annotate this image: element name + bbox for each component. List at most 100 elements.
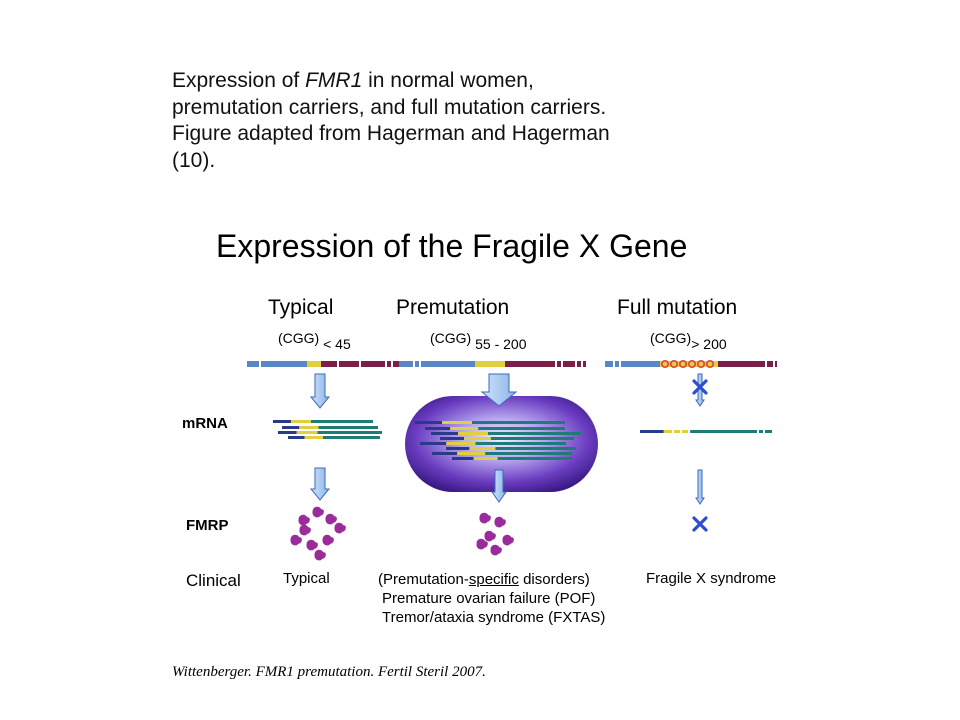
column-heading-premutation: Premutation (396, 296, 510, 319)
fmrp-protein-typical (325, 513, 337, 525)
mrna-gap (680, 430, 682, 433)
dna-full-mutation-tick (777, 361, 779, 367)
fmrp-protein-typical (290, 534, 302, 546)
mrna-strand-premutation-5prime (431, 432, 458, 435)
dna-premutation-tick (413, 361, 415, 367)
mrna-strand-typical-coding (311, 420, 373, 423)
mrna-strand-premutation-coding (488, 432, 581, 435)
fmrp-protein-premutation (476, 538, 488, 550)
methylation-mark (669, 359, 678, 368)
fmrp-protein-typical (314, 549, 326, 561)
methylation-mark (696, 359, 705, 368)
arrow-premutation-mrna-to-protein (491, 469, 507, 503)
cgg-range: > 200 (691, 336, 727, 352)
fmrp-protein-premutation (484, 530, 496, 542)
gene-name: FMR1 (305, 69, 363, 92)
fmrp-protein-premutation (494, 516, 506, 528)
fmrp-protein-typical (334, 522, 346, 534)
mrna-strand-premutation-cgg (446, 442, 476, 445)
mrna-gap (688, 430, 690, 433)
cgg-label-typical: (CGG) < 45 (278, 330, 351, 352)
dna-typical-promoter (247, 361, 307, 367)
arrow-full-dna-to-mrna (695, 373, 705, 407)
caption-line-4: (10). (172, 148, 216, 172)
clinical-full-mutation: Fragile X syndrome (646, 570, 777, 587)
figure-caption: Expression of FMR1 in normal women, prem… (172, 68, 812, 174)
fmrp-protein-premutation (479, 512, 491, 524)
mrna-strand-premutation-5prime (420, 442, 447, 445)
dna-premutation-tick (561, 361, 563, 367)
dna-full-mutation-tick (619, 361, 621, 367)
cgg-range: 55 - 200 (475, 336, 527, 352)
mrna-strand-typical-coding (318, 426, 378, 429)
mrna-strand-typical-cgg (304, 436, 323, 439)
mrna-strand-premutation-coding (495, 447, 576, 450)
mrna-strand-premutation-coding (475, 442, 566, 445)
dna-typical-tick (259, 361, 261, 367)
dna-premutation-tick (581, 361, 583, 367)
methylation-mark (678, 359, 687, 368)
mrna-strand-premutation-coding (490, 437, 574, 440)
premutation-specific-disorders: (Premutation-specific disorders) (378, 570, 605, 589)
row-label-clinical: Clinical (186, 571, 241, 590)
dna-full-mutation-tick (773, 361, 775, 367)
methylation-mark (687, 359, 696, 368)
mrna-strand-premutation-cgg (469, 447, 496, 450)
absent-protein-x-mark (692, 516, 708, 532)
cgg-range: < 45 (323, 336, 351, 352)
dna-premutation-tick (555, 361, 557, 367)
fmrp-protein-premutation (502, 534, 514, 546)
disorder-pof: Premature ovarian failure (POF) (382, 590, 596, 607)
row-label-mrna: mRNA (182, 415, 228, 432)
mrna-strand-typical-cgg (296, 431, 318, 434)
caption-line-1: Expression of FMR1 in normal women, (172, 68, 812, 95)
dna-full-mutation-promoter (605, 361, 660, 367)
mrna-strand-premutation-cgg (473, 457, 498, 460)
column-heading-full-mutation: Full mutation (617, 296, 738, 319)
mrna-strand-premutation-cgg (442, 421, 472, 424)
clinical-premutation: (Premutation-specific disorders) Prematu… (378, 570, 605, 627)
dna-premutation-cgg-region (475, 361, 505, 367)
mrna-strand-premutation-5prime (425, 427, 451, 430)
clinical-text-underlined: specific (468, 571, 519, 588)
dna-typical-tick (359, 361, 361, 367)
column-heading-typical: Typical (268, 296, 334, 319)
dna-typical-gene-body (321, 361, 403, 367)
mrna-strand-premutation-5prime (415, 421, 442, 424)
diagram-title: Expression of the Fragile X Gene (216, 228, 688, 264)
mrna-gap (672, 430, 674, 433)
blocked-transcription-x-mark (692, 379, 708, 395)
row-label-fmrp: FMRP (186, 517, 229, 534)
citation: Wittenberger. FMR1 premutation. Fertil S… (172, 664, 486, 680)
mrna-strand-typical-5prime (273, 420, 291, 423)
fmrp-protein-typical (306, 539, 318, 551)
mrna-strand-premutation-cgg (457, 452, 486, 455)
mrna-strand-premutation-coding (472, 421, 565, 424)
mrna-strand-typical-coding (317, 431, 382, 434)
fmrp-protein-typical (322, 534, 334, 546)
mrna-strand-typical-cgg (299, 426, 319, 429)
dna-typical-tick (391, 361, 393, 367)
mrna-strand-typical-coding (322, 436, 380, 439)
mrna-strand-premutation-5prime (452, 457, 474, 460)
mrna-strand-full-mutation-cgg (663, 430, 691, 433)
clinical-text: (Premutation- (378, 571, 469, 588)
cgg-text: (CGG) (278, 330, 320, 346)
mrna-strand-typical-5prime (282, 426, 300, 429)
mrna-strand-typical-5prime (288, 436, 305, 439)
dna-premutation-gene-body (505, 361, 586, 367)
dna-typical-cgg-region (307, 361, 321, 367)
methylation-mark (705, 359, 714, 368)
caption-text: in normal women, (362, 69, 534, 92)
cgg-label-premutation: (CGG) 55 - 200 (430, 330, 526, 352)
clinical-typical: Typical (283, 570, 330, 587)
dna-premutation-tick (575, 361, 577, 367)
mrna-strand-premutation-5prime (432, 452, 458, 455)
mrna-strand-premutation-5prime (446, 447, 470, 450)
mrna-strand-typical-5prime (278, 431, 297, 434)
dna-typical-tick (385, 361, 387, 367)
dna-typical-tick (337, 361, 339, 367)
mrna-strand-full-mutation-coding (690, 430, 772, 433)
clinical-text: disorders) (518, 571, 590, 588)
dna-full-mutation-tick (613, 361, 615, 367)
